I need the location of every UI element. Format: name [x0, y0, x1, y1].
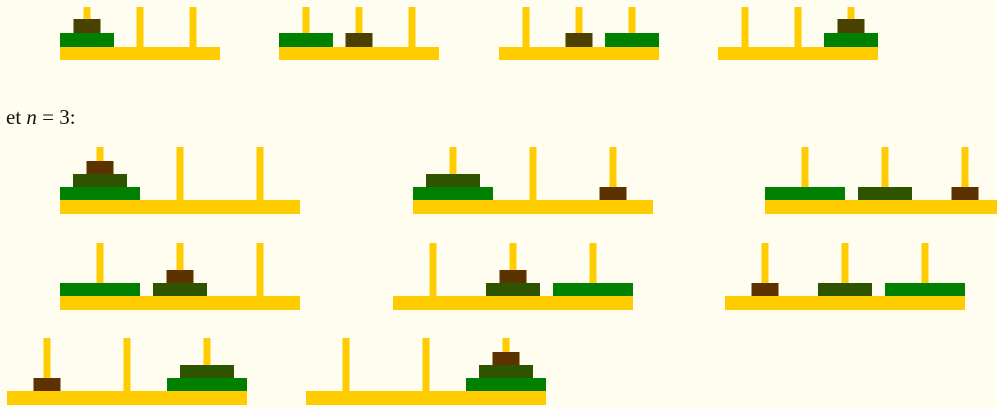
n3-state-4-disk-medium: [153, 283, 207, 296]
n3-state-7-disk-small: [34, 378, 61, 391]
n3-state-8-disk-large: [466, 378, 546, 391]
n3-state-7-peg-2: [124, 338, 131, 391]
n3-state-3-disk-medium: [858, 187, 912, 200]
n2-state-4-disk-small: [838, 19, 865, 33]
n3-state-5-disk-large: [553, 283, 633, 296]
n2-state-1-disk-large: [60, 33, 114, 47]
n3-state-5-base: [393, 296, 633, 310]
n3-state-7-disk-large: [167, 378, 247, 391]
n3-state-5-disk-medium: [486, 283, 540, 296]
n2-state-3-peg-1: [523, 7, 530, 47]
n3-state-2-disk-medium: [426, 174, 480, 187]
n3-state-8-peg-1: [343, 338, 350, 391]
caption-prefix: et: [6, 105, 21, 129]
n2-state-3-disk-small: [566, 33, 593, 47]
n2-state-3-base: [499, 47, 659, 60]
n3-state-4-disk-large: [60, 283, 140, 296]
n3-state-6-disk-small: [752, 283, 779, 296]
n3-state-2-disk-small: [600, 187, 627, 200]
n3-state-2-disk-large: [413, 187, 493, 200]
n2-state-2-disk-large: [279, 33, 333, 47]
caption-n3: et n = 3:: [6, 105, 76, 130]
n3-state-1-disk-large: [60, 187, 140, 200]
n3-state-1-disk-medium: [73, 174, 127, 187]
n2-state-2-peg-3: [409, 7, 416, 47]
caption-equals: = 3:: [42, 105, 75, 129]
n3-state-4-peg-3: [257, 243, 264, 296]
caption-variable: n: [26, 105, 37, 129]
n3-state-8-base: [306, 391, 546, 405]
n3-state-5-disk-small: [500, 270, 527, 283]
n3-state-8-disk-small: [493, 352, 520, 365]
n2-state-4-peg-2: [795, 7, 802, 47]
n2-state-3-disk-large: [605, 33, 659, 47]
n3-state-6-disk-medium: [818, 283, 872, 296]
n3-state-8-disk-medium: [479, 365, 533, 378]
n2-state-2-disk-small: [346, 33, 373, 47]
n3-state-4-base: [60, 296, 300, 310]
n2-state-1-base: [60, 47, 220, 60]
n3-state-1-peg-3: [257, 147, 264, 200]
n2-state-2-base: [279, 47, 439, 60]
n3-state-8-peg-2: [423, 338, 430, 391]
n3-state-2-base: [413, 200, 653, 214]
n3-state-7-base: [7, 391, 247, 405]
n3-state-6-disk-large: [885, 283, 965, 296]
n3-state-4-disk-small: [167, 270, 194, 283]
n3-state-5-peg-1: [430, 243, 437, 296]
n3-state-2-peg-2: [530, 147, 537, 200]
n2-state-1-peg-3: [190, 7, 197, 47]
n3-state-1-disk-small: [87, 161, 114, 174]
n2-state-4-base: [718, 47, 878, 60]
n3-state-3-disk-large: [765, 187, 845, 200]
n2-state-4-disk-large: [824, 33, 878, 47]
n2-state-1-disk-small: [74, 19, 101, 33]
n2-state-4-peg-1: [742, 7, 749, 47]
n3-state-7-disk-medium: [180, 365, 234, 378]
n2-state-1-peg-2: [137, 7, 144, 47]
n3-state-3-base: [765, 200, 997, 214]
n3-state-6-base: [725, 296, 965, 310]
n3-state-1-peg-2: [177, 147, 184, 200]
n3-state-1-base: [60, 200, 300, 214]
n3-state-3-disk-small: [952, 187, 979, 200]
